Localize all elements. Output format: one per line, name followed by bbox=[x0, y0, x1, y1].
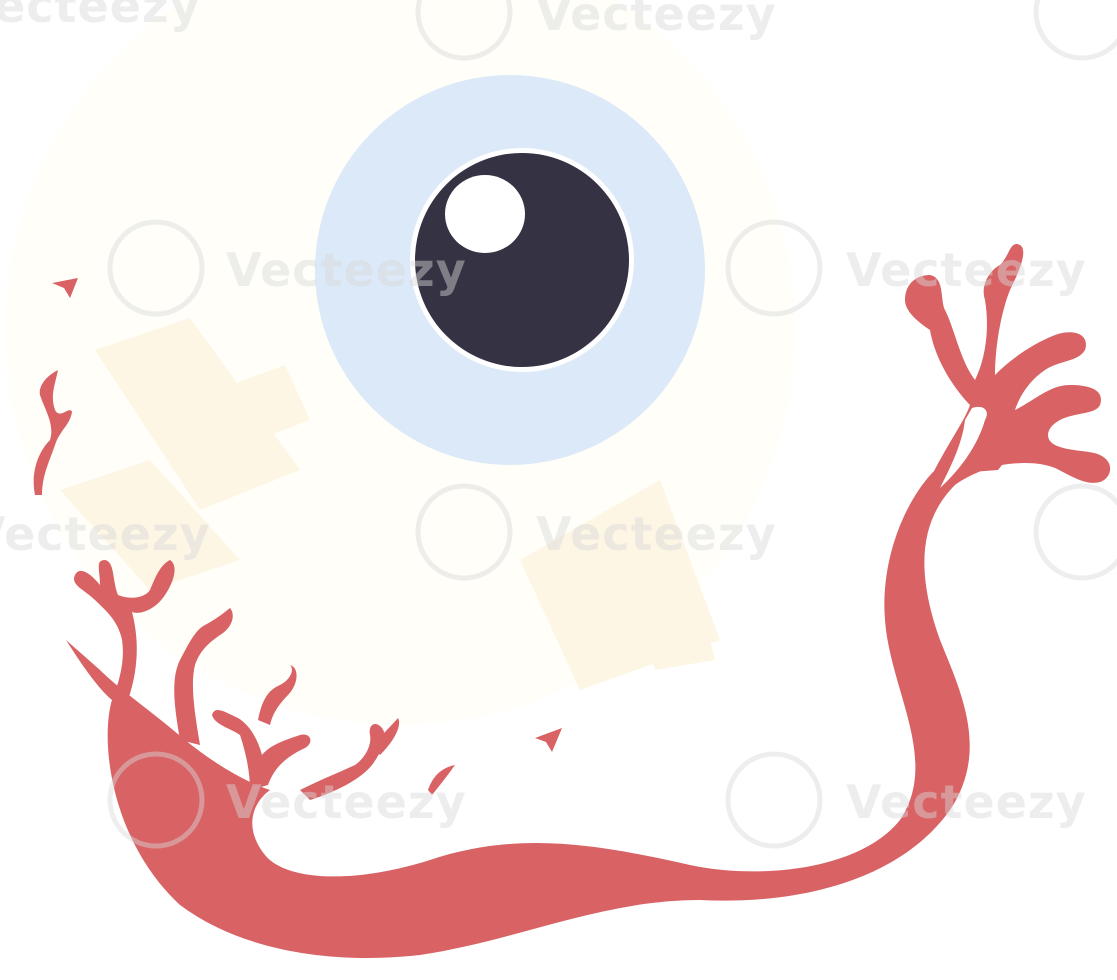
main-vein bbox=[66, 400, 1000, 958]
iris-group bbox=[315, 75, 705, 465]
watermark-logo: Vecteezy bbox=[107, 751, 467, 849]
watermark-text: Vecteezy bbox=[536, 507, 777, 561]
vein-highlight bbox=[940, 406, 987, 488]
vein-branch bbox=[372, 718, 400, 755]
watermark-text: Vecteezy bbox=[226, 775, 467, 829]
watermark-layer: Vecteezy Vecteezy Vecteezy Vecteezy Vect… bbox=[0, 0, 1117, 849]
watermark-text: Vecteezy bbox=[0, 0, 201, 33]
vein-fragment bbox=[428, 765, 455, 795]
vein-fragment bbox=[535, 728, 562, 752]
watermark-logo: Vecteezy bbox=[725, 219, 1087, 317]
watermark-text: Vecteezy bbox=[846, 775, 1087, 829]
vein-branch bbox=[258, 665, 297, 725]
watermark-logo: Vecteezy bbox=[415, 483, 777, 581]
watermark-logo: Vecteezy bbox=[0, 0, 1117, 61]
vein-branch bbox=[174, 608, 233, 745]
watermark-logo: Vecteezy bbox=[0, 483, 1117, 581]
vein-branch bbox=[212, 709, 311, 790]
vein-fragment bbox=[33, 370, 72, 495]
watermark-text: Vecteezy bbox=[846, 243, 1087, 297]
watermark-text: Vecteezy bbox=[536, 0, 777, 41]
watermark-logo: Vecteezy bbox=[107, 219, 467, 317]
watermark-logo: Vecteezy bbox=[415, 0, 777, 61]
sclera-shading bbox=[95, 318, 300, 510]
watermark-text: Vecteezy bbox=[0, 507, 211, 561]
vein-branch bbox=[300, 724, 385, 800]
sclera-shading bbox=[635, 600, 715, 670]
pupil-highlight bbox=[445, 175, 525, 253]
sclera-shading bbox=[205, 365, 310, 450]
vein-fragment bbox=[52, 278, 78, 298]
vein-branch bbox=[74, 560, 175, 700]
watermark-logo: Vecteezy bbox=[725, 751, 1087, 849]
sclera-shading bbox=[60, 460, 240, 590]
blood-veins bbox=[33, 244, 1111, 958]
watermark-text: Vecteezy bbox=[226, 243, 467, 297]
vein-branch bbox=[905, 244, 1111, 483]
